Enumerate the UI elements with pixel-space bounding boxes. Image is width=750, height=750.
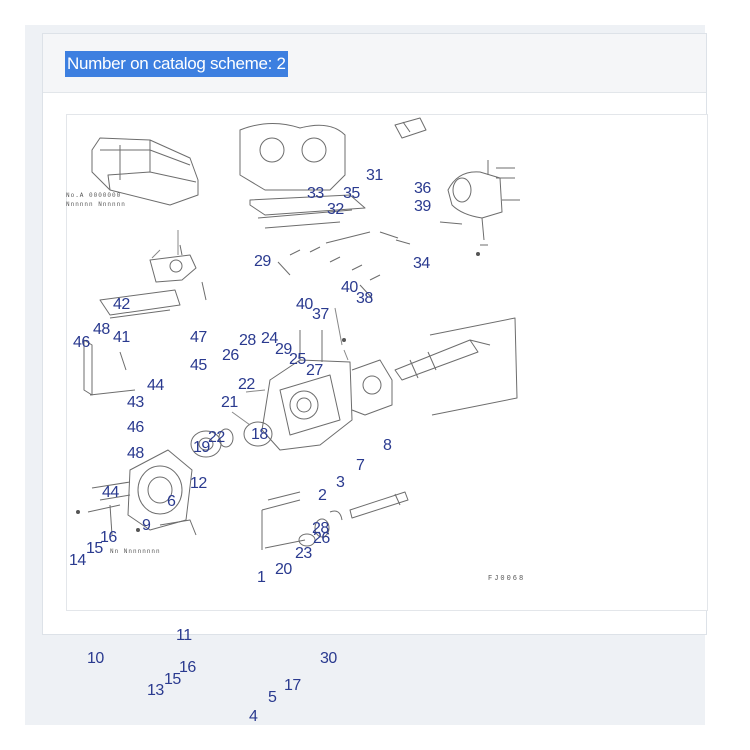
- part-number-callout: 19: [193, 439, 210, 456]
- overflow-part-number-callout: 30: [320, 650, 337, 667]
- overflow-part-number-callout: 16: [179, 659, 196, 676]
- drawing-note: Nn Nnnnnnnn: [110, 548, 161, 555]
- leader-lines: [151, 230, 349, 426]
- part-number-callout: 40: [341, 279, 358, 296]
- part-number-callout: 18: [251, 426, 268, 443]
- valve-cover-part: [91, 137, 199, 206]
- part-number-callout: 46: [127, 419, 144, 436]
- part-number-callout: 12: [190, 475, 207, 492]
- part-number-callout: 20: [275, 561, 292, 578]
- part-number-callout: 21: [221, 394, 238, 411]
- part-number-callout: 37: [312, 306, 329, 323]
- linkage-part: [83, 244, 207, 396]
- part-number-callout: 48: [93, 321, 110, 338]
- part-number-callout: 35: [343, 185, 360, 202]
- part-number-callout: 28: [239, 332, 256, 349]
- part-number-callout: 31: [366, 167, 383, 184]
- part-number-callout: 26: [222, 347, 239, 364]
- part-number-callout: 34: [413, 255, 430, 272]
- part-number-callout: 26: [313, 530, 330, 547]
- part-number-callout: 8: [383, 437, 392, 454]
- part-number-callout: 29: [275, 341, 292, 358]
- part-number-callout: 22: [208, 429, 225, 446]
- part-number-callout: 42: [113, 296, 130, 313]
- part-number-callout: 9: [142, 517, 151, 534]
- overflow-part-number-callout: 4: [249, 708, 258, 725]
- part-number-callout: 24: [261, 330, 278, 347]
- overflow-part-number-callout: 15: [164, 671, 181, 688]
- part-number-callout: 48: [127, 445, 144, 462]
- part-number-callout: 44: [102, 484, 119, 501]
- part-number-callout: 32: [327, 201, 344, 218]
- part-number-callout: 7: [356, 457, 365, 474]
- elbow-pipe-part: [447, 160, 520, 246]
- catalog-scheme-panel: Number on catalog scheme: 2: [42, 33, 708, 635]
- part-number-callout: 29: [254, 253, 271, 270]
- part-number-callout: 46: [73, 334, 90, 351]
- overflow-part-number-callout: 5: [268, 689, 277, 706]
- bracket-outline: [429, 317, 518, 416]
- overflow-part-number-callout: 17: [284, 677, 301, 694]
- drawing-note: No.A 0000000: [66, 192, 122, 199]
- part-number-callout: 47: [190, 329, 207, 346]
- scheme-number-title: Number on catalog scheme: 2: [65, 51, 288, 77]
- part-number-callout: 1: [257, 569, 266, 586]
- manifold-part: [239, 117, 427, 229]
- overflow-part-number-callout: 11: [176, 627, 192, 644]
- part-number-callout: 36: [414, 180, 431, 197]
- part-number-callout: 28: [312, 520, 329, 537]
- part-number-callout: 27: [306, 362, 323, 379]
- part-number-callout: 38: [356, 290, 373, 307]
- part-number-callout: 16: [100, 529, 117, 546]
- overflow-part-number-callout: 10: [87, 650, 104, 667]
- pump-body-part: [261, 330, 491, 451]
- part-number-callout: 25: [289, 351, 306, 368]
- panel-header: Number on catalog scheme: 2: [43, 34, 706, 93]
- seal-ring-part: [190, 421, 273, 458]
- part-number-callout: 6: [167, 493, 176, 510]
- part-number-callout: 23: [295, 545, 312, 562]
- part-number-callout: 22: [238, 376, 255, 393]
- studs-part: [277, 221, 463, 299]
- diagram-frame: [66, 114, 708, 611]
- part-number-callout: 2: [318, 487, 327, 504]
- part-number-callout: 44: [147, 377, 164, 394]
- part-number-callout: 45: [190, 357, 207, 374]
- part-number-callout: 43: [127, 394, 144, 411]
- overflow-part-number-callout: 13: [147, 682, 164, 699]
- part-number-callout: 15: [86, 540, 103, 557]
- part-number-callout: 3: [336, 474, 345, 491]
- part-number-callout: 41: [113, 329, 130, 346]
- part-number-callout: 39: [414, 198, 431, 215]
- part-number-callout: 40: [296, 296, 313, 313]
- part-number-callout: 14: [69, 552, 86, 569]
- drive-shaft-part: [261, 491, 409, 550]
- part-number-callout: 33: [307, 185, 324, 202]
- part-code: FJ0068: [488, 575, 526, 583]
- drawing-note: Nnnnnn Nnnnnn: [66, 201, 126, 208]
- lower-housing-part: [87, 449, 197, 536]
